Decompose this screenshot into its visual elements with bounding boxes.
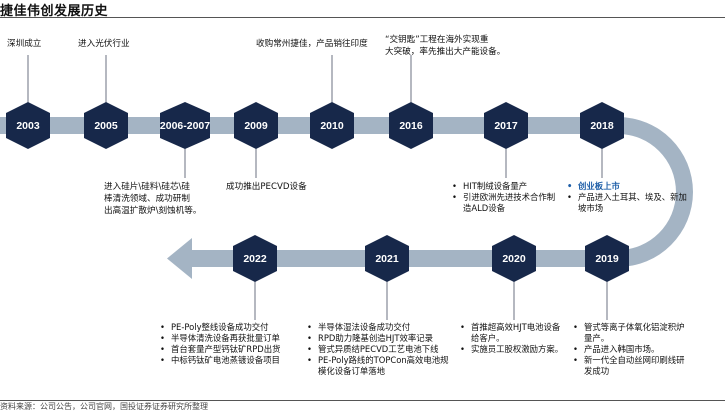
note-2006-line-2: 棒清洗领域、成功研制 [104, 194, 190, 204]
hex-2020 [492, 235, 536, 282]
year-label-2022: 2022 [243, 253, 267, 265]
hex-2021 [365, 235, 409, 282]
bullets-2018: 创业板上市 产品进入土耳其、埃及、新加坡市场 [567, 181, 689, 214]
hex-2017 [484, 102, 528, 149]
note-2006-line-3: 出高温扩散炉\刻蚀机等。 [104, 206, 202, 216]
bullets-2020: 首推超高效HJT电池设备给客户。 实施员工股权激励方案。 [460, 322, 568, 355]
hex-2018 [580, 102, 624, 149]
year-label-2019: 2019 [595, 253, 619, 265]
bullet-2021-1: 半导体湿法设备成功交付 [307, 322, 455, 333]
bullet-2022-3: 首台套量产型钙钛矿RPD出货 [160, 344, 308, 355]
year-label-2006-2007: 2006-2007 [159, 120, 211, 132]
bullet-2019-1: 管式等离子体氧化铝淀积炉量产。 [573, 322, 691, 344]
note-2016: “交钥匙”工程在海外实现重 大突破，率先推出大产能设备。 [385, 34, 505, 58]
note-2006-2007: 进入硅片\硅料\硅芯\硅 棒清洗领域、成功研制 出高温扩散炉\刻蚀机等。 [104, 181, 201, 217]
note-2016-line-2: 大突破，率先推出大产能设备。 [385, 47, 506, 57]
hex-2019 [585, 235, 629, 282]
bullet-2022-4: 中标钙钛矿电池蒸镀设备项目 [160, 355, 308, 366]
bullet-2021-3: 管式异质结PECVD工艺电池下线 [307, 344, 455, 355]
bullets-2019: 管式等离子体氧化铝淀积炉量产。 产品进入韩国市场。 新一代全自动丝网印刷线研发成… [573, 322, 691, 377]
page-title: 捷佳伟创发展历史 [0, 4, 109, 19]
bullet-2022-2: 半导体清洗设备再获批量订单 [160, 333, 308, 344]
hex-2010 [310, 102, 354, 149]
hex-2003 [6, 102, 50, 149]
hex-2006-2007 [160, 102, 210, 149]
note-2005: 进入光伏行业 [78, 39, 130, 49]
hex-2005 [84, 102, 128, 149]
bullet-2018-1: 创业板上市 [567, 181, 689, 192]
year-label-2021: 2021 [375, 253, 399, 265]
bullet-2021-4: PE-Poly路线的TOPCon高效电池规模化设备订单落地 [307, 355, 455, 377]
hex-2022 [233, 235, 277, 282]
bullet-2020-2: 实施员工股权激励方案。 [460, 344, 568, 355]
bullet-2018-2: 产品进入土耳其、埃及、新加坡市场 [567, 192, 689, 214]
bullet-2021-2: RPD助力隆基创造HJT效率记录 [307, 333, 455, 344]
year-label-2005: 2005 [94, 120, 118, 132]
bullet-2019-2: 产品进入韩国市场。 [573, 344, 691, 355]
bullets-2021: 半导体湿法设备成功交付 RPD助力隆基创造HJT效率记录 管式异质结PECVD工… [307, 322, 455, 377]
bullet-2020-1: 首推超高效HJT电池设备给客户。 [460, 322, 568, 344]
timeline-band-curve [618, 117, 693, 267]
bullet-2019-3: 新一代全自动丝网印刷线研发成功 [573, 355, 691, 377]
bullets-2017: HIT制绒设备量产 引进欧洲先进技术合作制造ALD设备 [452, 181, 562, 214]
year-label-2009: 2009 [244, 120, 268, 132]
source-divider [0, 400, 725, 401]
timeline-band-upper [0, 117, 618, 134]
year-label-2020: 2020 [502, 253, 526, 265]
year-label-2018: 2018 [590, 120, 614, 132]
year-label-2016: 2016 [399, 120, 423, 132]
note-2009: 成功推出PECVD设备 [226, 182, 307, 192]
note-2003: 深圳成立 [7, 39, 42, 49]
timeline-arrowhead [167, 238, 192, 279]
note-2006-line-1: 进入硅片\硅料\硅芯\硅 [104, 182, 191, 192]
hex-2009 [234, 102, 278, 149]
bullet-2017-2: 引进欧洲先进技术合作制造ALD设备 [452, 192, 562, 214]
bullet-2017-1: HIT制绒设备量产 [452, 181, 562, 192]
note-2016-line-1: “交钥匙”工程在海外实现重 [385, 35, 489, 45]
year-label-2003: 2003 [16, 120, 40, 132]
year-label-2010: 2010 [320, 120, 344, 132]
note-2010: 收购常州捷佳，产品销往印度 [256, 39, 368, 49]
bullets-2022: PE-Poly整线设备成功交付 半导体清洗设备再获批量订单 首台套量产型钙钛矿R… [160, 322, 308, 366]
title-divider [0, 17, 725, 18]
year-label-2017: 2017 [494, 120, 518, 132]
hex-2016 [389, 102, 433, 149]
bullet-2022-1: PE-Poly整线设备成功交付 [160, 322, 308, 333]
